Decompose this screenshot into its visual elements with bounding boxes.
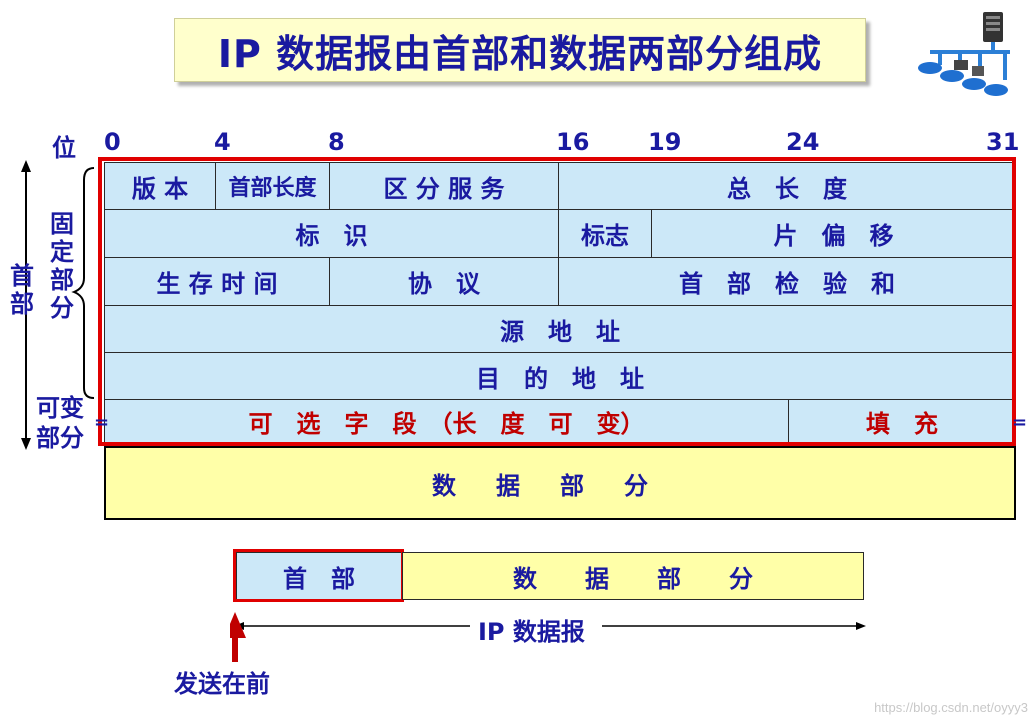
row-break-mark: = [1012,412,1028,433]
row-break-mark: = [94,412,110,433]
bit-tick: 16 [556,128,590,156]
side-brackets [21,160,95,450]
field-diff-services: 区 分 服 务 [329,162,559,210]
field-source-address: 源 地 址 [104,305,1016,353]
bit-tick: 31 [986,128,1020,156]
datagram-label: IP 数据报 [478,618,585,646]
field-total-length: 总 长 度 [558,162,1016,210]
bit-tick: 4 [214,128,231,156]
data-part: 数据部分 [104,446,1016,520]
send-first-label: 发送在前 [174,670,270,698]
watermark: https://blog.csdn.net/oyyy3 [874,700,1028,715]
side-label-variable-1: 可变 [36,394,84,422]
page-title: IP 数据报由首部和数据两部分组成 [217,31,823,76]
bit-tick: 8 [328,128,345,156]
bottom-data: 数 据 部 分 [402,552,864,600]
field-header-checksum: 首 部 检 验 和 [558,257,1016,306]
field-destination-address: 目 的 地 址 [104,352,1016,400]
title-box: IP 数据报由首部和数据两部分组成 [174,18,866,82]
bottom-header-frame [233,549,404,602]
field-identification: 标 识 [104,209,559,258]
bit-tick: 0 [104,128,121,156]
network-icon [918,12,1010,96]
side-label-header: 首部 [10,262,34,318]
side-label-fixed: 固定部分 [50,210,74,322]
side-label-variable-2: 部分 [36,424,84,452]
header-highlight-frame [98,157,1016,446]
field-flags: 标志 [558,209,652,258]
field-padding: 填 充 [788,399,1016,443]
bit-axis-label: 位 [52,134,76,162]
datagram-span-arrow [230,612,866,662]
bit-tick: 19 [648,128,682,156]
field-ttl: 生 存 时 间 [104,257,330,306]
bit-tick: 24 [786,128,820,156]
